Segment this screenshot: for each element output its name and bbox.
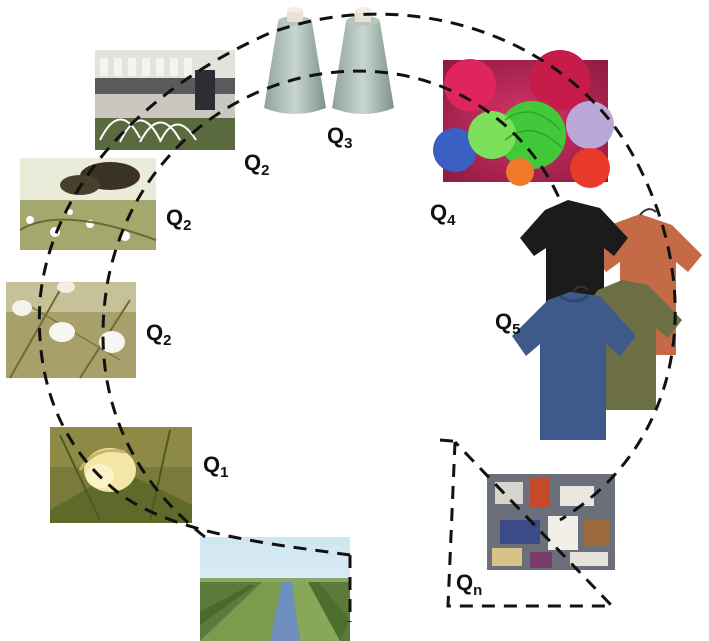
cycle-lower-right-arc <box>439 438 616 608</box>
label-q2-harvest: Q2 <box>166 205 191 234</box>
label-q5: Q5 <box>495 309 520 338</box>
label-q2-spinning: Q2 <box>244 150 269 179</box>
textile-waste-photo <box>487 474 615 570</box>
thread-spools-photo <box>264 7 394 114</box>
cycle-outer-arc <box>37 12 677 622</box>
yarn-balls-photo <box>433 50 614 188</box>
spinning-machine-photo <box>95 50 235 150</box>
cotton-harvest-photo <box>19 158 157 250</box>
cycle-inner-arc <box>101 69 562 539</box>
label-q3: Q3 <box>327 123 352 152</box>
tshirts-photo <box>512 200 702 440</box>
label-qn: Qn <box>456 570 482 599</box>
label-q2-boll: Q2 <box>146 320 171 349</box>
cotton-boll-photo <box>6 281 136 379</box>
label-q1: Q1 <box>203 452 228 481</box>
cotton-field-photo <box>200 537 350 641</box>
label-q4: Q4 <box>430 200 456 229</box>
